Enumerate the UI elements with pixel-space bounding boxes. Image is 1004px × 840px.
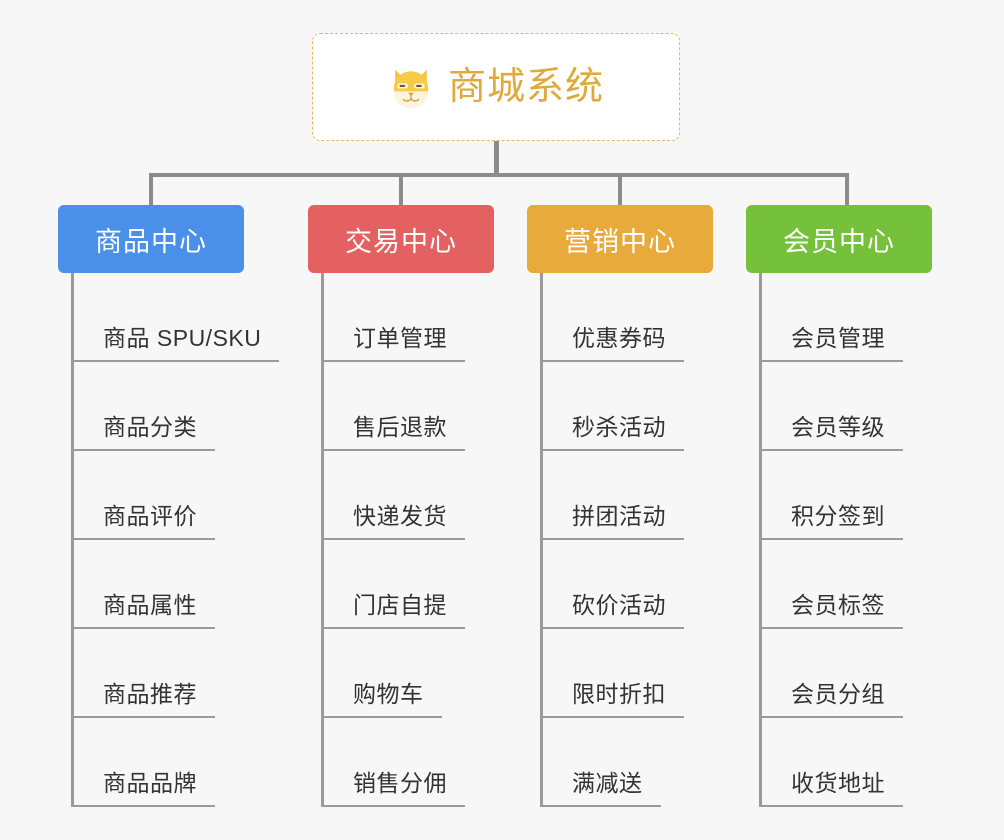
leaf-label: 商品推荐 [103, 680, 197, 707]
leaf-label: 收货地址 [791, 769, 885, 796]
leaf-label: 订单管理 [353, 324, 447, 351]
root-node[interactable]: 商城系统 [312, 33, 680, 141]
category-column-1: 商品中心 商品 SPU/SKU 商品分类 商品评价 商品属性 商品推荐 商品品牌 [58, 205, 280, 807]
leaf-label: 会员管理 [791, 324, 885, 351]
list-item[interactable]: 砍价活动 [540, 540, 713, 629]
category-column-2: 交易中心 订单管理 售后退款 快递发货 门店自提 购物车 销售分佣 [308, 205, 494, 807]
category-column-3: 营销中心 优惠券码 秒杀活动 拼团活动 砍价活动 限时折扣 满减送 [527, 205, 713, 807]
list-item[interactable]: 购物车 [321, 629, 494, 718]
leaf-label: 商品品牌 [103, 769, 197, 796]
list-item[interactable]: 商品属性 [71, 540, 244, 629]
connector-drop-2 [399, 173, 403, 208]
list-item[interactable]: 会员管理 [759, 273, 932, 362]
category-header-1[interactable]: 商品中心 [58, 205, 244, 273]
leaf-label: 积分签到 [791, 502, 885, 529]
connector-drop-4 [845, 173, 849, 208]
leaf-label: 商品评价 [103, 502, 197, 529]
list-item[interactable]: 售后退款 [321, 362, 494, 451]
leaf-label: 会员标签 [791, 591, 885, 618]
connector-root-stem [494, 141, 499, 175]
root-title: 商城系统 [447, 66, 604, 108]
category-header-2[interactable]: 交易中心 [308, 205, 494, 273]
trunk-line [759, 273, 762, 807]
leaf-label: 满减送 [572, 769, 643, 796]
category-header-3[interactable]: 营销中心 [527, 205, 713, 273]
list-item[interactable]: 满减送 [540, 718, 713, 807]
leaf-label: 会员等级 [791, 413, 885, 440]
leaf-label: 会员分组 [791, 680, 885, 707]
category-header-4[interactable]: 会员中心 [746, 205, 932, 273]
leaf-label: 优惠券码 [572, 324, 666, 351]
leaf-label: 商品分类 [103, 413, 197, 440]
category-title: 会员中心 [783, 226, 895, 257]
trunk-line [71, 273, 74, 807]
dog-face-icon [393, 69, 429, 109]
category-title: 商品中心 [95, 226, 207, 257]
list-item[interactable]: 会员等级 [759, 362, 932, 451]
list-item[interactable]: 商品推荐 [71, 629, 244, 718]
leaf-list-4: 会员管理 会员等级 积分签到 会员标签 会员分组 收货地址 [759, 273, 932, 807]
list-item[interactable]: 会员标签 [759, 540, 932, 629]
leaf-label: 售后退款 [353, 413, 447, 440]
leaf-label: 秒杀活动 [572, 413, 666, 440]
leaf-label: 拼团活动 [572, 502, 666, 529]
leaf-list-1: 商品 SPU/SKU 商品分类 商品评价 商品属性 商品推荐 商品品牌 [71, 273, 280, 807]
list-item[interactable]: 限时折扣 [540, 629, 713, 718]
leaf-label: 销售分佣 [353, 769, 447, 796]
list-item[interactable]: 收货地址 [759, 718, 932, 807]
trunk-line [321, 273, 324, 807]
list-item[interactable]: 销售分佣 [321, 718, 494, 807]
connector-drop-3 [618, 173, 622, 208]
leaf-label: 限时折扣 [572, 680, 666, 707]
leaf-label: 砍价活动 [572, 591, 666, 618]
connector-bus [149, 173, 849, 177]
leaf-list-2: 订单管理 售后退款 快递发货 门店自提 购物车 销售分佣 [321, 273, 494, 807]
list-item[interactable]: 商品分类 [71, 362, 244, 451]
connector-drop-1 [149, 173, 153, 208]
list-item[interactable]: 优惠券码 [540, 273, 713, 362]
list-item[interactable]: 快递发货 [321, 451, 494, 540]
category-column-4: 会员中心 会员管理 会员等级 积分签到 会员标签 会员分组 收货地址 [746, 205, 932, 807]
trunk-line [540, 273, 543, 807]
list-item[interactable]: 秒杀活动 [540, 362, 713, 451]
list-item[interactable]: 商品品牌 [71, 718, 244, 807]
leaf-list-3: 优惠券码 秒杀活动 拼团活动 砍价活动 限时折扣 满减送 [540, 273, 713, 807]
category-title: 营销中心 [564, 226, 676, 257]
leaf-label: 商品 SPU/SKU [103, 324, 262, 351]
leaf-label: 商品属性 [103, 591, 197, 618]
list-item[interactable]: 商品评价 [71, 451, 244, 540]
list-item[interactable]: 积分签到 [759, 451, 932, 540]
leaf-label: 门店自提 [353, 591, 447, 618]
category-title: 交易中心 [345, 226, 457, 257]
list-item[interactable]: 商品 SPU/SKU [71, 273, 280, 362]
leaf-label: 购物车 [353, 680, 424, 707]
list-item[interactable]: 门店自提 [321, 540, 494, 629]
list-item[interactable]: 会员分组 [759, 629, 932, 718]
list-item[interactable]: 订单管理 [321, 273, 494, 362]
list-item[interactable]: 拼团活动 [540, 451, 713, 540]
leaf-label: 快递发货 [353, 502, 447, 529]
